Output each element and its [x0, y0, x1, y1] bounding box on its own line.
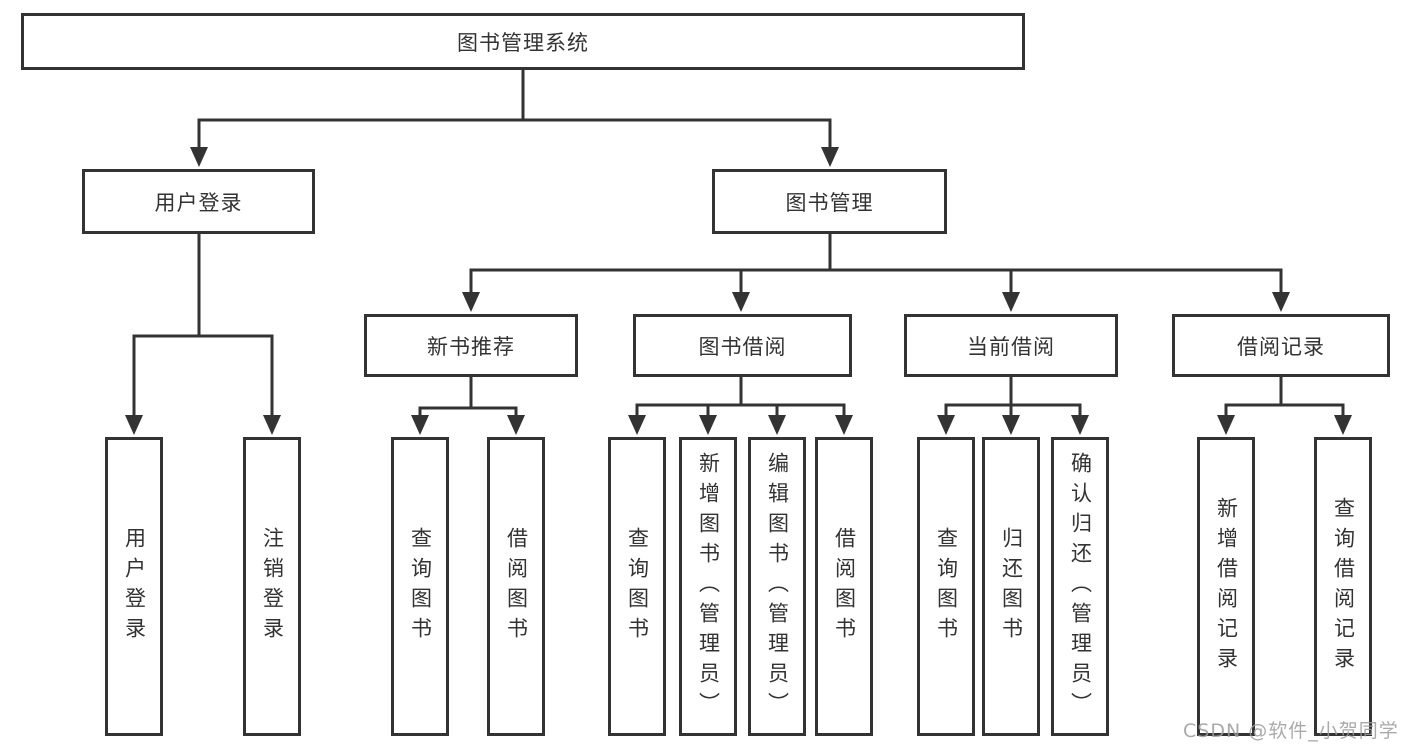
- leaf-logout-label: 注销登录: [260, 526, 285, 647]
- leaf-borrow-add-label: 新增图书（管理员）: [696, 451, 721, 722]
- leaf-borrow-query: 查询图书: [608, 437, 666, 736]
- leaf-current-query-label: 查询图书: [934, 526, 959, 647]
- leaf-newbooks-query-label: 查询图书: [408, 526, 433, 647]
- leaf-borrow-borrow-label: 借阅图书: [832, 526, 857, 647]
- leaf-records-add-label: 新增借阅记录: [1214, 496, 1239, 677]
- node-book-borrow: 图书借阅: [633, 314, 852, 377]
- leaf-current-confirm-return-label: 确认归还（管理员）: [1068, 451, 1093, 722]
- node-borrow-records-label: 借阅记录: [1237, 334, 1325, 359]
- leaf-borrow-edit: 编辑图书（管理员）: [748, 437, 806, 736]
- node-borrow-records: 借阅记录: [1172, 314, 1390, 377]
- leaf-user-login-label: 用户登录: [122, 526, 147, 647]
- leaf-borrow-borrow: 借阅图书: [815, 437, 873, 736]
- leaf-current-confirm-return: 确认归还（管理员）: [1051, 437, 1109, 736]
- leaf-borrow-edit-label: 编辑图书（管理员）: [765, 451, 790, 722]
- node-new-book-recommend-label: 新书推荐: [427, 334, 515, 359]
- leaf-records-query: 查询借阅记录: [1314, 437, 1372, 736]
- leaf-records-query-label: 查询借阅记录: [1331, 496, 1356, 677]
- node-current-borrow: 当前借阅: [904, 314, 1118, 377]
- node-book-management: 图书管理: [712, 169, 947, 234]
- leaf-current-return-label: 归还图书: [999, 526, 1024, 647]
- leaf-records-add: 新增借阅记录: [1197, 437, 1255, 736]
- node-current-borrow-label: 当前借阅: [967, 334, 1055, 359]
- leaf-user-login: 用户登录: [105, 437, 163, 736]
- node-user-login-label: 用户登录: [154, 190, 243, 215]
- node-root-label: 图书管理系统: [457, 30, 589, 55]
- node-root: 图书管理系统: [21, 13, 1025, 70]
- node-book-management-label: 图书管理: [785, 190, 874, 215]
- leaf-newbooks-borrow: 借阅图书: [487, 437, 545, 736]
- node-book-borrow-label: 图书借阅: [698, 334, 787, 359]
- leaf-borrow-query-label: 查询图书: [625, 526, 650, 647]
- leaf-current-query: 查询图书: [917, 437, 975, 736]
- leaf-current-return: 归还图书: [982, 437, 1040, 736]
- node-user-login: 用户登录: [82, 169, 315, 234]
- watermark: CSDN @软件_小贺同学: [1183, 720, 1399, 742]
- leaf-logout: 注销登录: [243, 437, 301, 736]
- leaf-borrow-add: 新增图书（管理员）: [679, 437, 737, 736]
- leaf-newbooks-borrow-label: 借阅图书: [504, 526, 529, 647]
- leaf-newbooks-query: 查询图书: [391, 437, 449, 736]
- node-new-book-recommend: 新书推荐: [364, 314, 578, 377]
